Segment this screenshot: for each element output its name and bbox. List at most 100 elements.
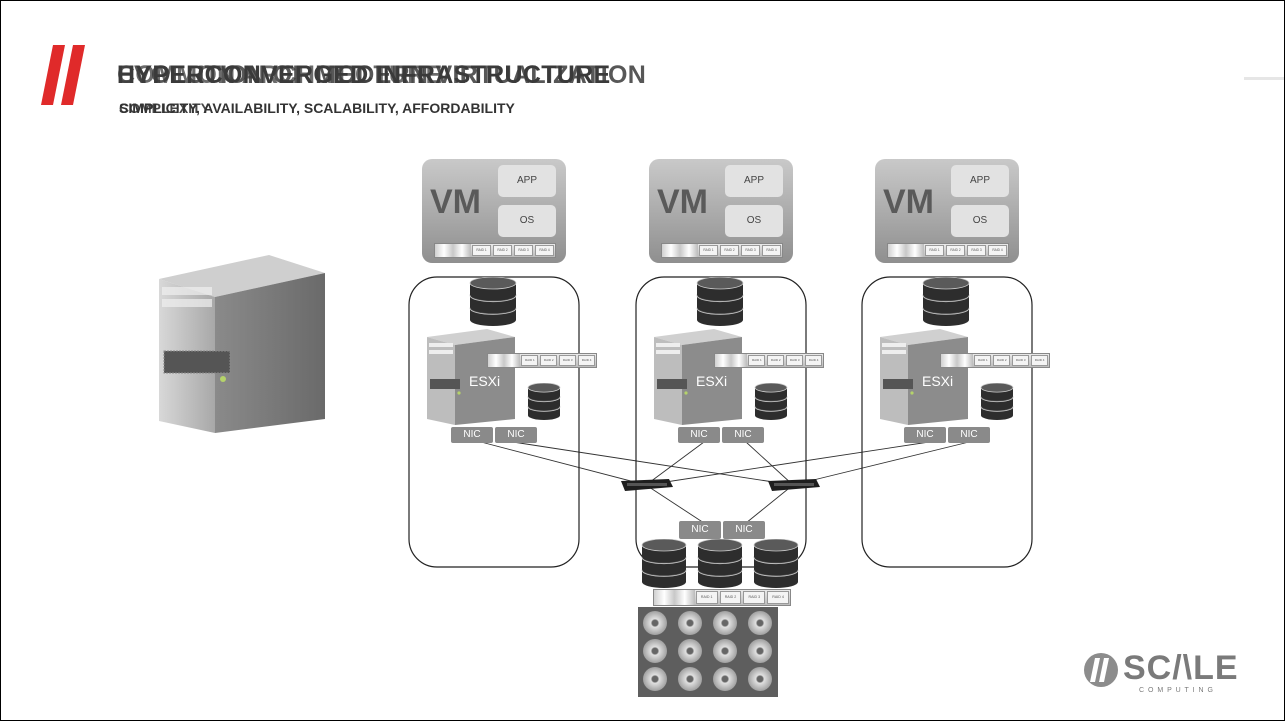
disc-hub: [757, 620, 763, 626]
app-box: APP: [725, 165, 783, 197]
raid-slot: RAID 1: [695, 591, 718, 604]
disc-hub: [722, 676, 728, 682]
logo-tagline: C O M P U T I N G: [1139, 687, 1214, 694]
raid-slot: RAID 1: [925, 245, 944, 256]
vm-label: VM: [657, 183, 708, 221]
raid-slot: RAID 4: [767, 591, 789, 604]
raid-slot: RAID 3: [741, 245, 760, 256]
raid-slot: RAID 4: [988, 245, 1007, 256]
os-box: OS: [951, 205, 1009, 237]
slash-logo-icon: [41, 45, 85, 105]
disc-hub: [722, 648, 728, 654]
raid-slot: RAID 3: [514, 245, 533, 256]
hypervisor-label: ESXi: [922, 373, 954, 389]
raid-slot: RAID 4: [578, 355, 596, 366]
disk-stack-icon: [922, 276, 970, 327]
raid-slot: RAID 4: [1031, 355, 1049, 366]
raid-slot: RAID 1: [974, 355, 992, 366]
scale-logo-icon: [1084, 653, 1118, 687]
disc-hub: [757, 648, 763, 654]
raid-controller: [654, 590, 695, 605]
slide-subtitle: SIMPLICITY, AVAILABILITY, SCALABILITY, A…: [119, 100, 1019, 120]
disc-hub: [652, 648, 658, 654]
nic-badge: NIC: [679, 521, 721, 539]
raid-slot: RAID 4: [535, 245, 554, 256]
divider-line: [1244, 77, 1284, 80]
subtitle-layer-2: COMPLEXITY: [119, 100, 211, 116]
raid-slot: RAID 3: [967, 245, 986, 256]
title-layer-1: HYPERCONVERGED INFRASTRUCTURE: [117, 61, 611, 89]
raid-slot: RAID 3: [1012, 355, 1030, 366]
raid-slot: RAID 4: [762, 245, 781, 256]
switch-right: [768, 479, 820, 491]
hypervisor-label: ESXi: [696, 373, 728, 389]
raid-slot: RAID 2: [946, 245, 965, 256]
physical-server-icon: [159, 255, 325, 433]
disk-small-icon: [980, 382, 1014, 421]
disc-hub: [687, 620, 693, 626]
nic-badge: NIC: [451, 427, 493, 443]
disc-hub: [687, 648, 693, 654]
disc-hub: [757, 676, 763, 682]
raid-controller: [662, 244, 698, 257]
disc-hub: [652, 676, 658, 682]
switch-left: [621, 479, 673, 491]
disk-small-icon: [527, 382, 561, 421]
hypervisor-label: ESXi: [469, 373, 501, 389]
raid-slot: RAID 2: [493, 245, 512, 256]
title-layer-3: COMMON ARCHITECTURE: [117, 61, 443, 89]
raid-slot: RAID 2: [720, 245, 739, 256]
disc-hub: [722, 620, 728, 626]
nic-badge: NIC: [722, 427, 764, 443]
disk-stack-icon: [696, 276, 744, 327]
scale-computing-logo: SC/\LE C O M P U T I N G: [1083, 649, 1263, 699]
app-box: APP: [498, 165, 556, 197]
raid-slot: RAID 1: [748, 355, 766, 366]
raid-slot: RAID 2: [993, 355, 1011, 366]
disc-hub: [652, 620, 658, 626]
raid-slot: RAID 2: [540, 355, 558, 366]
raid-slot: RAID 3: [786, 355, 804, 366]
os-box: OS: [725, 205, 783, 237]
nic-badge: NIC: [495, 427, 537, 443]
logo-name: SC/\LE: [1123, 649, 1239, 687]
disc-hub: [687, 676, 693, 682]
vm-label: VM: [883, 183, 934, 221]
raid-slot: RAID 2: [719, 591, 742, 604]
disk-small-icon: [754, 382, 788, 421]
subtitle-layer-1: SIMPLICITY, AVAILABILITY, SCALABILITY, A…: [119, 100, 515, 116]
raid-controller: [941, 354, 974, 367]
title-layer-2: EVOLUTION OF MODERN VIRTUALIZATION: [117, 61, 647, 89]
nic-badge: NIC: [948, 427, 990, 443]
disk-stack-icon: [641, 538, 687, 589]
network-links: [480, 441, 970, 524]
raid-slot: RAID 2: [767, 355, 785, 366]
disk-stack-icon: [469, 276, 517, 327]
app-box: APP: [951, 165, 1009, 197]
disk-stack-icon: [753, 538, 799, 589]
raid-slot: RAID 1: [472, 245, 491, 256]
nic-badge: NIC: [723, 521, 765, 539]
vm-label: VM: [430, 183, 481, 221]
raid-controller: [488, 354, 521, 367]
nic-badge: NIC: [904, 427, 946, 443]
raid-controller: [888, 244, 924, 257]
raid-slot: RAID 1: [521, 355, 539, 366]
raid-controller: [435, 244, 471, 257]
raid-slot: RAID 3: [743, 591, 766, 604]
raid-controller: [715, 354, 748, 367]
nic-badge: NIC: [678, 427, 720, 443]
slide-title: HYPERCONVERGED INFRASTRUCTURE EVOLUTION …: [117, 61, 1117, 93]
